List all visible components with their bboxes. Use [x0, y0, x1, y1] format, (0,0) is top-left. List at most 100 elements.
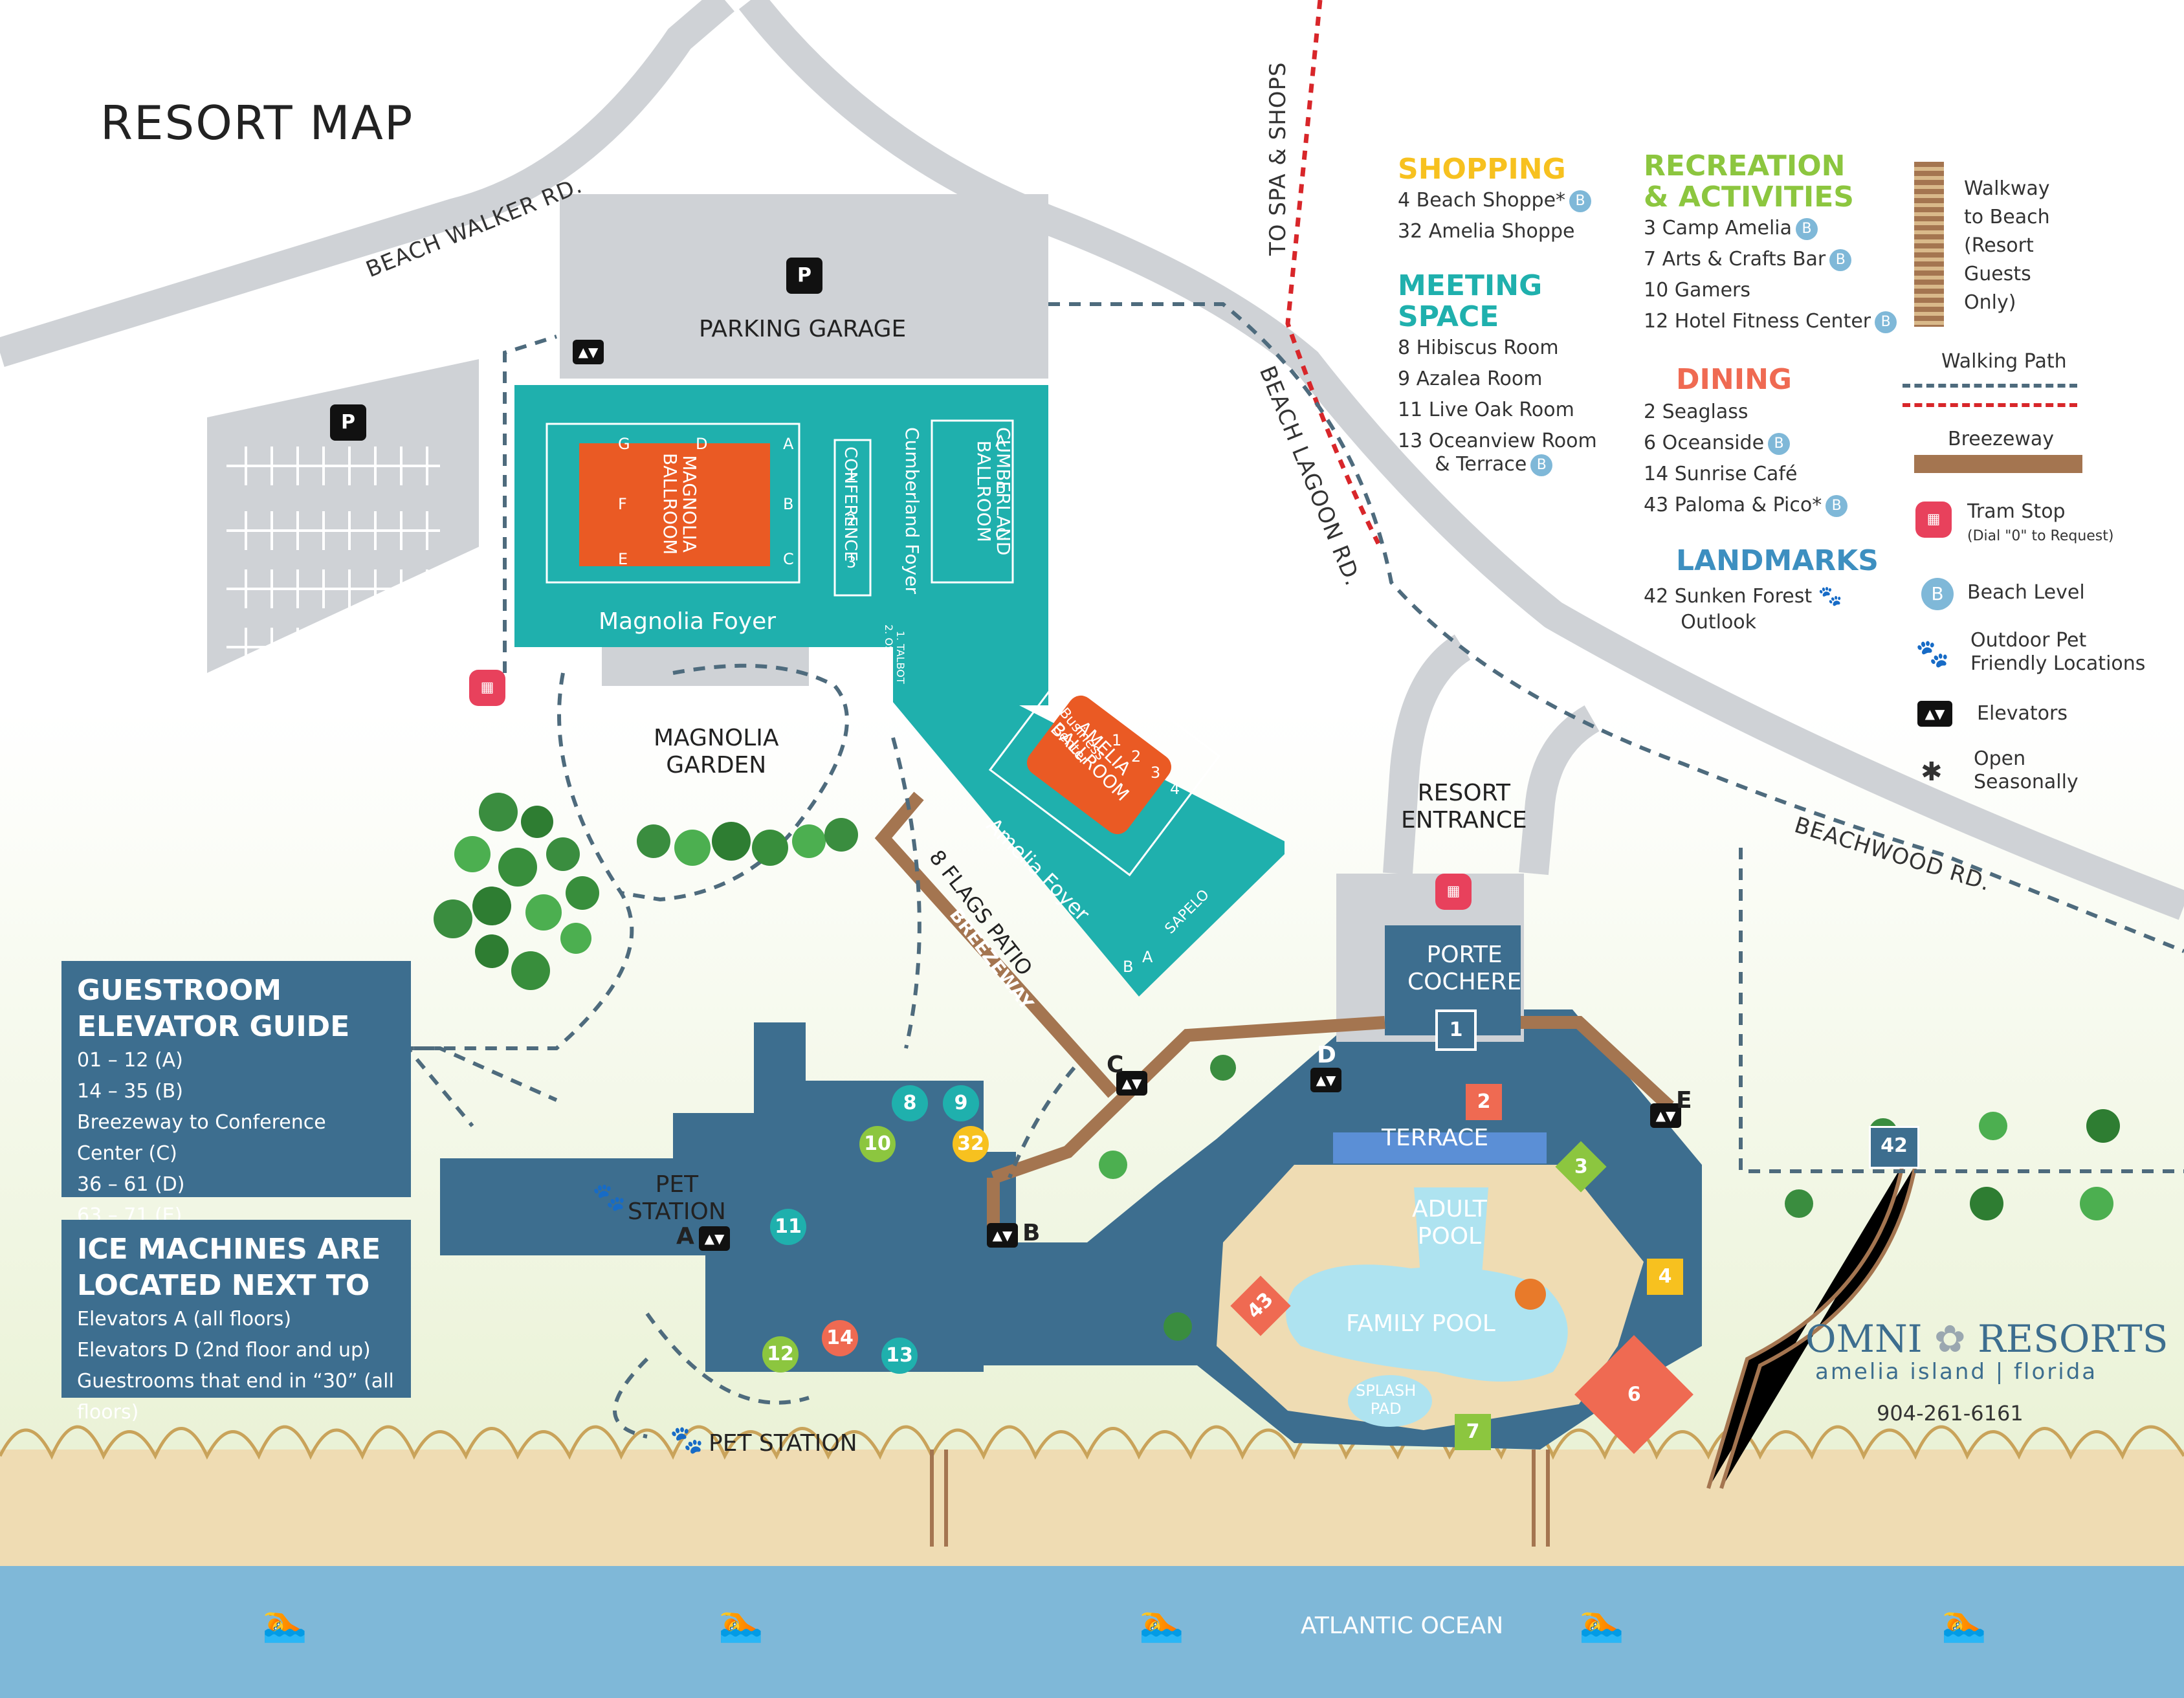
magnolia-ballroom-shape: [579, 443, 770, 566]
marker-8: 8: [892, 1085, 928, 1121]
magnolia-section-label: C: [783, 550, 794, 568]
beach: [0, 1450, 2184, 1566]
parking-marker: P: [330, 404, 366, 441]
paw-icon: 🐾: [670, 1424, 704, 1455]
resort-entrance-label: RESORT ENTRANCE: [1401, 780, 1527, 833]
legend-recreation-title: RECREATION & ACTIVITIES: [1644, 149, 1854, 214]
legend-item-text: 12 Hotel Fitness Center: [1644, 310, 1871, 333]
amelia-section-label: 2: [1131, 747, 1142, 766]
brand-phone: 904-261-6161: [1877, 1401, 2024, 1426]
marker-10: 10: [859, 1126, 896, 1162]
legend-meeting-title: MEETING SPACE: [1398, 269, 1543, 333]
legend-dining: DINING: [1676, 364, 1792, 395]
amelia-outline: [988, 649, 1221, 877]
brand-name-2: RESORTS: [1978, 1317, 2168, 1361]
legend-item-text: 43 Paloma & Pico*: [1644, 494, 1822, 516]
elevator-guide-title: GUESTROOM ELEVATOR GUIDE: [77, 974, 350, 1043]
conference-section-label: 3: [846, 553, 857, 571]
breezeway-key-icon: [1914, 455, 2082, 473]
legend-item: 11 Live Oak Room: [1398, 399, 1574, 421]
legend-item-text: 7 Arts & Crafts Bar: [1644, 248, 1826, 270]
ice-machine-row: Elevators A (all floors): [77, 1308, 292, 1330]
legend-dining-title: DINING: [1676, 363, 1792, 396]
elevator-label-a: A: [676, 1223, 694, 1250]
elevator-guide-row: Breezeway to Conference Center (C): [77, 1111, 326, 1165]
walking-path-key-icon: [1903, 384, 2077, 388]
elevator-icon: ▲▼: [573, 340, 604, 364]
brand-name-1: OMNI: [1805, 1317, 1923, 1361]
talbot-label: 1. TALBOT 2. OSSABAW: [883, 624, 907, 690]
marker-4: 4: [1647, 1259, 1683, 1295]
elevator-key-icon: ▲▼: [1917, 701, 1952, 727]
seasonal-icon: ✱: [1921, 757, 1943, 787]
brand-crest-icon: ✿: [1934, 1317, 1966, 1361]
marker-9: 9: [943, 1085, 979, 1121]
legend-item-text: 4 Beach Shoppe*: [1398, 189, 1566, 212]
beach-level-icon: B: [1875, 311, 1897, 333]
seasonal-key-label: Open Seasonally: [1974, 747, 2079, 793]
legend-item: 13 Oceanview Room: [1398, 430, 1597, 452]
magnolia-section-label: E: [618, 550, 628, 568]
brand-subtitle: amelia island | florida: [1815, 1359, 2098, 1385]
elevator-icon: ▲▼: [987, 1223, 1018, 1248]
marker-32: 32: [953, 1126, 989, 1162]
pet-station-label-2: PET STATION: [709, 1430, 857, 1457]
swim-icon: 🏊: [1941, 1602, 1987, 1644]
legend-landmarks-items: 42 Sunken Forest 🐾 Outlook: [1644, 581, 1842, 638]
conference-section-label: 2: [846, 511, 857, 529]
legend-meeting: MEETING SPACE 8 Hibiscus Room 9 Azalea R…: [1398, 270, 1597, 480]
legend-landmarks-title: LANDMARKS: [1676, 544, 1879, 577]
marker-14: 14: [822, 1320, 858, 1356]
elevator-guide-row: 14 – 35 (B): [77, 1080, 183, 1103]
magnolia-section-label: A: [783, 435, 794, 453]
sapelo-section-label: B: [1123, 958, 1134, 976]
legend-item: 43 Paloma & Pico*B: [1644, 490, 1848, 521]
paw-icon: 🐾: [592, 1181, 626, 1213]
paw-icon: 🐾: [1915, 637, 1950, 669]
cumberland-section-label: B: [995, 479, 1006, 497]
legend-shopping: SHOPPING 4 Beach Shoppe*B 32 Amelia Shop…: [1398, 154, 1592, 247]
road-spa-shops: TO SPA & SHOPS: [1265, 61, 1291, 256]
breezeway-key-label: Breezeway: [1948, 428, 2055, 450]
beach-level-icon: B: [1829, 248, 1852, 271]
walkway-key-label: Walkway to Beach (Resort Guests Only): [1964, 177, 2050, 314]
magnolia-garden-label: MAGNOLIA GARDEN: [654, 725, 779, 778]
magnolia-section-label: F: [618, 495, 627, 513]
ice-machine-guide: ICE MACHINES ARE LOCATED NEXT TO Elevato…: [61, 1220, 411, 1424]
ocean: [0, 1566, 2184, 1698]
tram-stop-key-label: Tram Stop: [1967, 500, 2066, 523]
marker-7: 7: [1455, 1414, 1491, 1450]
family-pool-shape: [1286, 1264, 1568, 1382]
adult-pool-shape: [1414, 1187, 1488, 1275]
magnolia-foyer-label: Magnolia Foyer: [599, 608, 777, 635]
legend-item-text: 3 Camp Amelia: [1644, 217, 1792, 239]
legend-item: 2 Seaglass: [1644, 401, 1748, 423]
legend-item: 4 Beach Shoppe*B: [1398, 185, 1592, 216]
legend-item-text: 42 Sunken Forest: [1644, 585, 1813, 608]
walkway-key-icon: [1914, 162, 1944, 327]
cumberland-section-label: A: [995, 432, 1006, 450]
marker-3-text: 3: [1574, 1155, 1588, 1178]
ice-machine-row: Elevators D (2nd floor and up): [77, 1339, 371, 1362]
elevator-label-c: C: [1107, 1052, 1124, 1078]
amelia-section-label: 1: [1112, 731, 1122, 749]
elevator-label-d: D: [1317, 1042, 1336, 1068]
beach-level-key-label: Beach Level: [1967, 581, 2085, 604]
legend-item: Outlook: [1644, 611, 1757, 634]
marker-13: 13: [881, 1338, 918, 1374]
marker-42: 42: [1869, 1126, 1919, 1169]
splash-pad-label: SPLASH PAD: [1356, 1382, 1417, 1418]
tram-stop-icon: ▦: [469, 670, 505, 706]
marker-6-text: 6: [1627, 1383, 1641, 1406]
adult-pool-label: ADULT POOL: [1412, 1196, 1487, 1250]
elevator-guide: GUESTROOM ELEVATOR GUIDE 01 – 12 (A) 14 …: [61, 961, 411, 1227]
beach-level-icon: B: [1796, 217, 1818, 240]
legend-item-text: & Terrace: [1398, 453, 1527, 476]
cumberland-foyer-label: Cumberland Foyer: [901, 427, 923, 594]
elevator-icon: ▲▼: [699, 1226, 730, 1251]
legend-item-text: 6 Oceanside: [1644, 432, 1765, 454]
magnolia-section-label: B: [783, 495, 794, 513]
elevator-label-e: E: [1676, 1087, 1692, 1114]
